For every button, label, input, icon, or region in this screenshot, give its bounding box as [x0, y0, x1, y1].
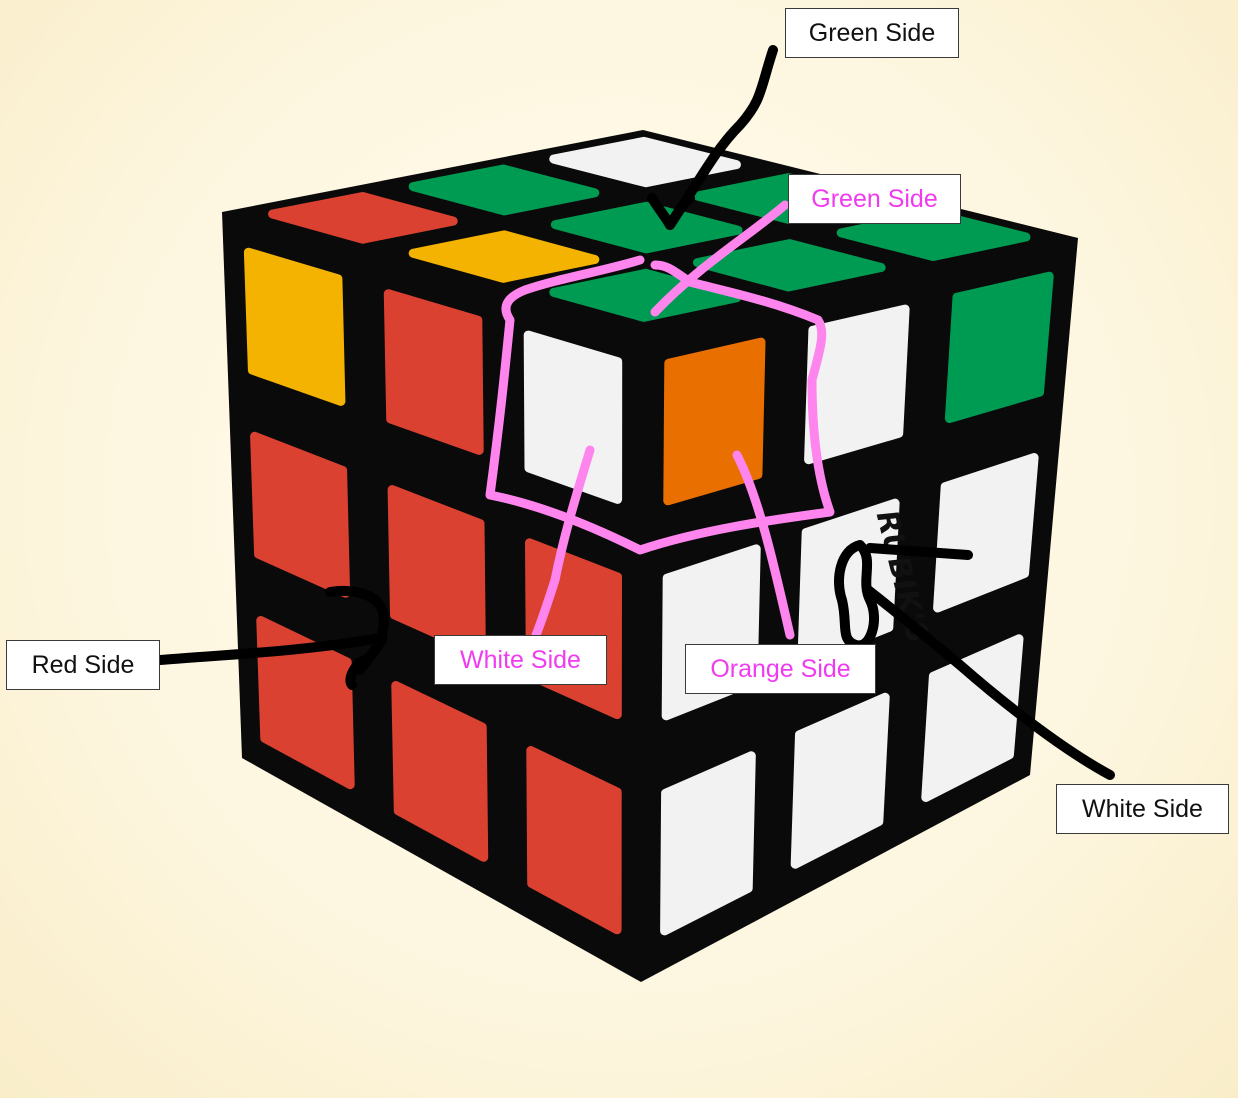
label-red-side: Red Side — [6, 640, 160, 690]
sticker-top-0-1 — [408, 164, 600, 216]
label-green-side-top: Green Side — [785, 8, 959, 58]
sticker-top-1-0 — [408, 230, 600, 283]
sticker-right-0-2 — [944, 271, 1054, 423]
annotation-strokes — [155, 45, 1115, 780]
pink-annotation-stroke-1 — [650, 200, 790, 317]
pink-annotation-stroke-3 — [732, 450, 795, 640]
sticker-left-2-1 — [391, 681, 489, 862]
black-arrow-stroke-5 — [863, 585, 1115, 780]
label-white-side-pink: White Side — [434, 635, 607, 685]
label-white-side-right: White Side — [1056, 784, 1229, 834]
sticker-top-1-1 — [550, 201, 743, 254]
sticker-left-2-2 — [526, 746, 622, 935]
black-arrow-stroke-4 — [355, 635, 387, 675]
black-arrow-stroke-0 — [647, 45, 778, 230]
label-green-side-pink: Green Side — [788, 174, 961, 224]
black-arrow-stroke-6 — [865, 543, 973, 560]
sticker-top-2-1 — [693, 239, 886, 292]
sticker-right-2-2 — [921, 634, 1024, 802]
label-orange-side-pink: Orange Side — [685, 644, 876, 694]
pink-annotation-stroke-0 — [485, 255, 835, 555]
sticker-top-0-0 — [268, 192, 458, 244]
sticker-left-0-2 — [523, 330, 623, 504]
black-arrow-stroke-1 — [665, 193, 695, 230]
sticker-left-0-1 — [383, 289, 484, 455]
sticker-top-0-2 — [549, 136, 741, 188]
sticker-right-1-2 — [933, 453, 1039, 613]
sticker-right-2-1 — [790, 692, 890, 869]
sticker-left-0-0 — [243, 247, 346, 406]
sticker-right-2-0 — [660, 751, 756, 936]
pink-annotation-stroke-2 — [531, 445, 595, 640]
black-arrow-stroke-2 — [155, 633, 385, 665]
